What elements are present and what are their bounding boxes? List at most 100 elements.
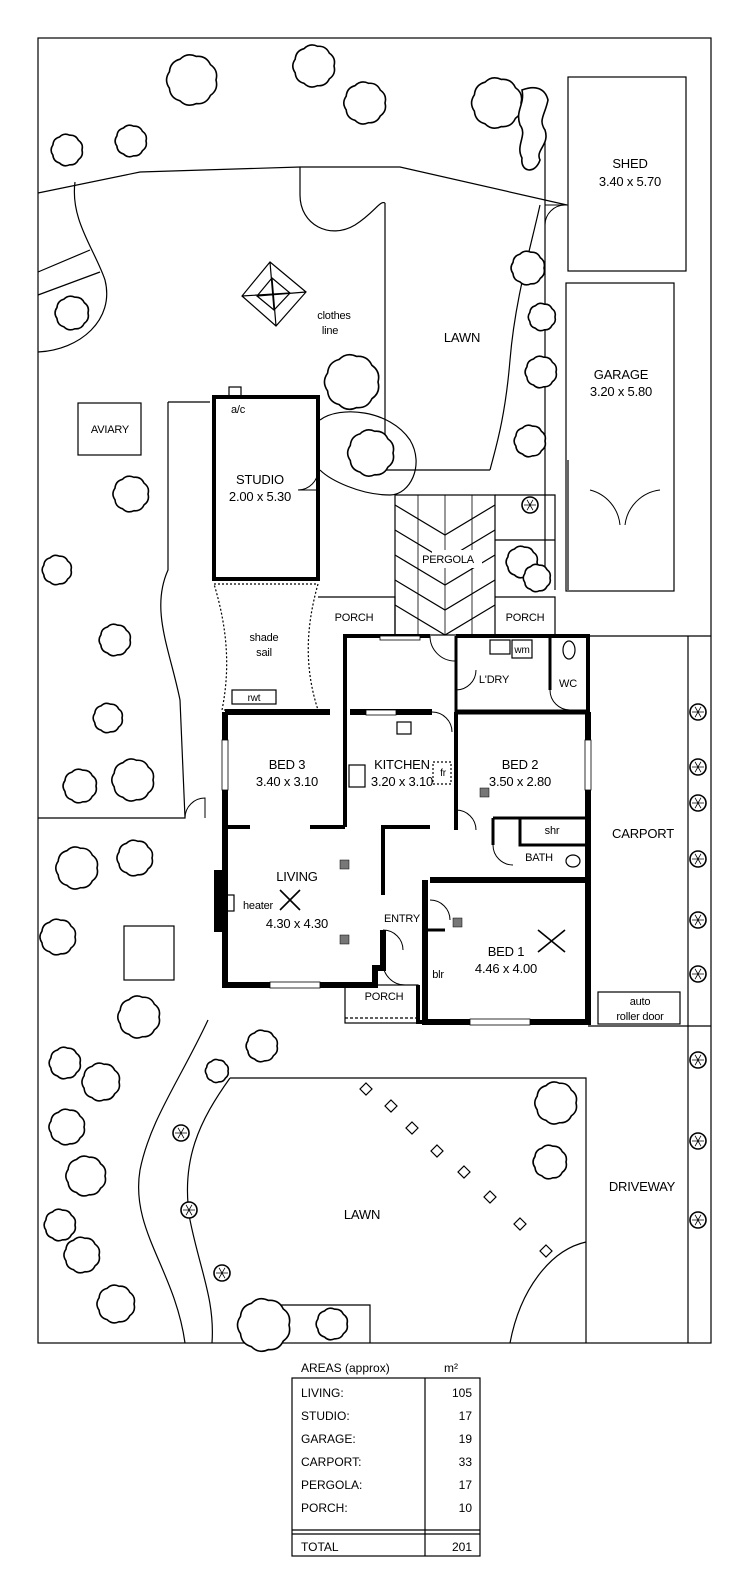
shrub-detail (692, 1135, 704, 1147)
sink-icon (396, 721, 412, 735)
basin-icon (565, 854, 581, 868)
cooktop-icon (348, 764, 366, 788)
tree-icon (112, 475, 150, 513)
tree-icon (117, 995, 161, 1039)
interior-doors (184, 635, 571, 986)
wm-label: wm (513, 645, 529, 656)
areas-total-value: 201 (452, 1540, 472, 1554)
hedge-shrub (517, 86, 549, 171)
tree-icon (116, 839, 154, 877)
pergola-right-line (495, 494, 556, 590)
side-path-curve (37, 181, 108, 353)
studio-door (297, 469, 319, 491)
shrub-detail (692, 1214, 704, 1226)
aviary-outline (77, 402, 142, 456)
shrub-detail (524, 499, 536, 511)
tree-icon (524, 355, 558, 389)
tree-icon (63, 1236, 101, 1274)
shed-label: SHED (612, 156, 647, 171)
kitchen-dimensions: 3.20 x 3.10 (371, 774, 433, 789)
roller-door-box (597, 991, 681, 1025)
tree-icon (55, 846, 99, 890)
auto-label: auto (630, 996, 651, 1008)
line-label: line (322, 325, 338, 337)
stepping-stone (483, 1190, 497, 1204)
tree-icon (41, 554, 73, 586)
areas-total-label: TOTAL (301, 1540, 339, 1554)
stepping-stone (513, 1217, 527, 1231)
ac-label: a/c (231, 404, 246, 416)
porch-left-label: PORCH (335, 612, 374, 624)
areas-title: AREAS (approx) (301, 1361, 390, 1375)
roller-door-label: roller door (616, 1011, 664, 1023)
tree-icon (98, 623, 132, 657)
areas-table: AREAS (approx) m² LIVING:105STUDIO:17GAR… (291, 1361, 481, 1557)
tree-icon (54, 295, 90, 331)
tree-icon (236, 1297, 291, 1353)
tree-icon (43, 1208, 77, 1242)
stepping-stone (430, 1144, 444, 1158)
side-yard-line (38, 402, 186, 819)
fireplace (214, 870, 225, 932)
tree-icon (65, 1155, 107, 1197)
wc-label: WC (559, 678, 577, 690)
shrub-detail (692, 914, 704, 926)
pergola-label: PERGOLA (422, 554, 475, 566)
stepping-stone (457, 1165, 471, 1179)
clothes-label: clothes (317, 310, 351, 322)
rear-path-curve (299, 167, 386, 232)
clothes-line-icon (241, 261, 307, 327)
fridge-label: fr (440, 768, 447, 779)
area-row-label: CARPORT: (301, 1455, 361, 1469)
tree-icon (39, 918, 77, 956)
stepping-stone (405, 1121, 419, 1135)
front-bed-edge (255, 1304, 371, 1343)
rainwater-tank (231, 689, 277, 705)
kitchen-label: KITCHEN (374, 757, 430, 772)
tree-icon (315, 1307, 349, 1341)
tree-icon (323, 353, 380, 411)
shrub-detail (183, 1204, 195, 1216)
studio-walls (212, 395, 320, 581)
shower-label: shr (545, 825, 560, 837)
rwt-label: rwt (248, 693, 261, 704)
shed-dimensions: 3.40 x 5.70 (599, 174, 661, 189)
area-row-value: 33 (459, 1455, 473, 1469)
aviary-label: AVIARY (91, 424, 130, 436)
shed-door (544, 204, 568, 226)
lawn-edge-right (489, 204, 541, 471)
front-lawn-edge (230, 1077, 587, 1343)
boiler-label: blr (432, 969, 444, 981)
windows (221, 635, 592, 1026)
front-path-right (186, 1077, 231, 1344)
studio-label: STUDIO (236, 472, 284, 487)
tree-icon (114, 124, 148, 158)
bath-label: BATH (525, 852, 553, 864)
ldry-label: L'DRY (479, 674, 510, 686)
driveway-label: DRIVEWAY (609, 1179, 676, 1194)
tree-icon (165, 53, 218, 107)
tree-icon (204, 1058, 230, 1084)
shrub-detail (692, 853, 704, 865)
tree-icon (346, 429, 395, 477)
area-row-label: STUDIO: (301, 1409, 350, 1423)
area-row-value: 10 (459, 1501, 473, 1515)
area-row-value: 17 (459, 1409, 473, 1423)
porch-right-outline (495, 596, 556, 636)
tree-icon (111, 758, 155, 802)
tree-icon (343, 81, 387, 125)
garden-bed (319, 411, 417, 496)
laundry-tub (489, 639, 511, 655)
front-porch-outline (344, 984, 419, 1024)
stepping-stones (359, 1082, 553, 1258)
bed1-dimensions: 4.46 x 4.00 (475, 961, 537, 976)
tree-icon (534, 1081, 578, 1125)
ac-unit (228, 386, 242, 398)
front-path-left (138, 1019, 209, 1344)
studio-dimensions: 2.00 x 5.30 (229, 489, 291, 504)
shrub-detail (216, 1267, 228, 1279)
ceiling-fan-icon (279, 889, 566, 953)
tree-icon (522, 563, 552, 593)
stepping-stone (359, 1082, 373, 1096)
